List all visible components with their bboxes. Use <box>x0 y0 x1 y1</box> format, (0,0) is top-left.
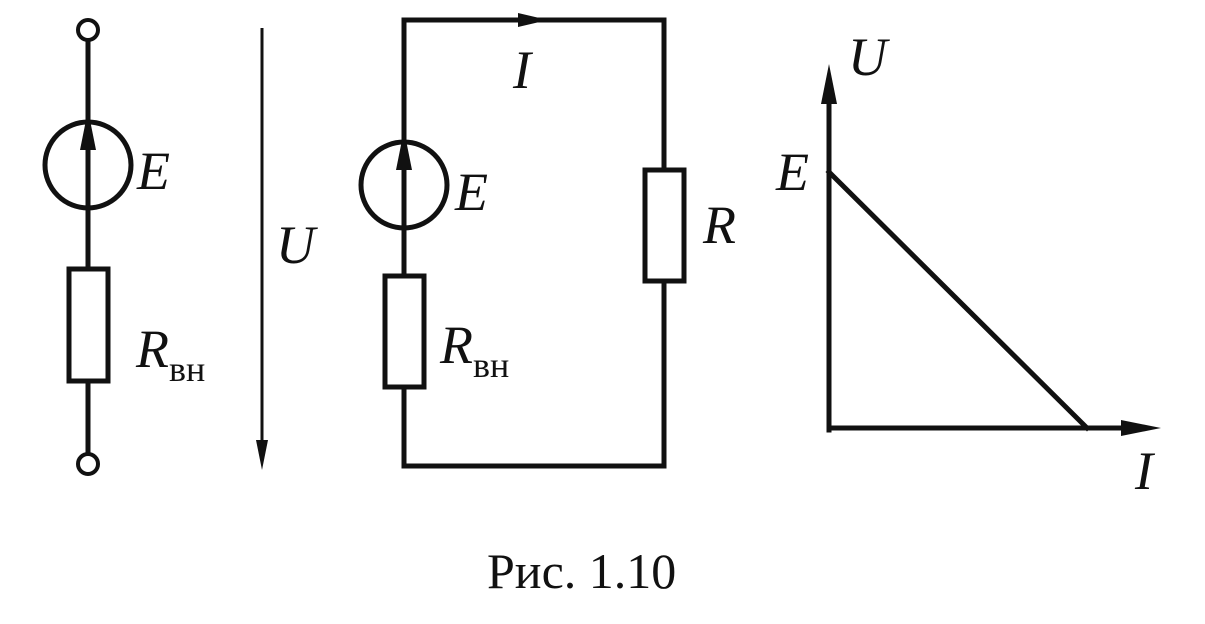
left-emf-label: E <box>136 141 170 201</box>
left-internal-resistor <box>66 266 111 384</box>
voltage-arrow: U <box>256 28 318 470</box>
load-resistor <box>642 167 687 284</box>
current-label: I <box>512 40 534 100</box>
middle-internal-resistor <box>382 273 427 390</box>
left-resistor-label: Rвн <box>135 319 205 389</box>
circuit-loop <box>401 17 667 469</box>
middle-emf-arrowhead <box>396 130 412 170</box>
voltage-arrowhead <box>256 440 268 470</box>
x-axis-arrowhead <box>1121 420 1161 436</box>
uv-graph: U I E <box>775 27 1161 501</box>
middle-emf-label: E <box>454 162 488 222</box>
y-axis-label: U <box>848 27 890 87</box>
bottom-terminal <box>76 452 100 476</box>
middle-circuit: I E Rвн R <box>358 13 736 469</box>
voltage-label: U <box>276 215 318 275</box>
left-circuit: E Rвн <box>42 18 205 476</box>
left-emf-arrowhead <box>80 110 96 150</box>
characteristic-line <box>825 168 1091 432</box>
x-axis-label: I <box>1134 441 1156 501</box>
y-axis-arrowhead <box>821 64 837 104</box>
middle-internal-resistor-label: Rвн <box>439 315 509 385</box>
figure-caption: Рис. 1.10 <box>487 543 676 599</box>
current-arrowhead <box>518 13 548 27</box>
top-terminal <box>76 18 100 42</box>
load-resistor-label: R <box>702 195 736 255</box>
intercept-label: E <box>775 142 809 202</box>
